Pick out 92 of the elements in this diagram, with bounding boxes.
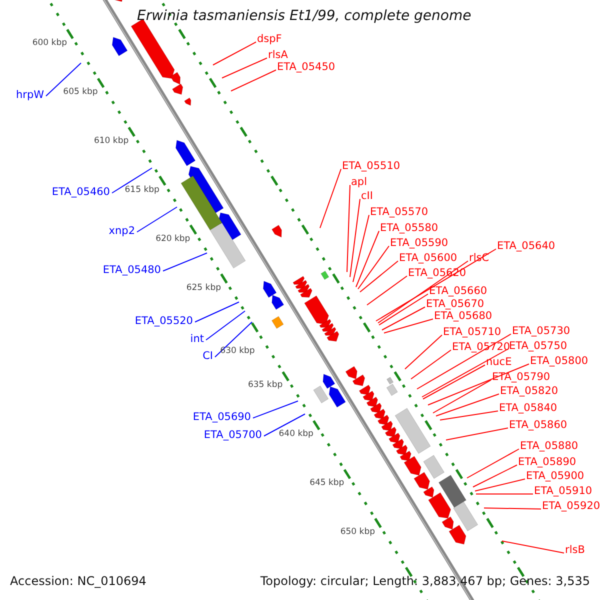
leader-line <box>162 252 208 272</box>
leader-line <box>378 294 428 326</box>
gene-label: rlsB <box>565 544 585 557</box>
gene-label: ETA_05920 <box>542 500 600 513</box>
gene-label: ETA_05690 <box>192 411 251 424</box>
genome-stats-text: Topology: circular; Length: 3,883,467 bp; Genes: 3,535 <box>260 575 590 588</box>
gene-label: ETA_05480 <box>102 264 161 277</box>
leader-line <box>252 400 298 418</box>
leader-line <box>346 184 350 272</box>
gene-label: ETA_05570 <box>370 206 428 219</box>
gene-label: ETA_05860 <box>509 419 568 432</box>
gene-label: ETA_05700 <box>204 429 262 442</box>
gene-label: hrpW <box>16 89 44 102</box>
leader-line <box>440 410 498 420</box>
leader-line <box>360 260 398 292</box>
gene-label: ETA_05750 <box>509 340 568 353</box>
leader-line <box>484 508 542 510</box>
leader-line <box>320 168 342 228</box>
gene-label: ETA_05600 <box>399 252 458 265</box>
leader-line <box>378 260 468 324</box>
scale-label: 610 kbp <box>94 134 129 148</box>
gene-label: int <box>190 333 204 346</box>
leader-line <box>350 198 360 278</box>
gene-label: ETA_05660 <box>429 285 488 298</box>
scale-label: 630 kbp <box>220 345 255 358</box>
scale-label: 645 kbp <box>310 477 344 490</box>
leader-line <box>382 306 426 330</box>
leader-line <box>112 168 152 194</box>
gene-label: CI <box>202 350 213 363</box>
gene-label: ETA_05450 <box>277 61 336 74</box>
map-title: Erwinia tasmaniensis Et1/99, complete genome <box>137 10 472 23</box>
leader-line <box>366 276 408 306</box>
gene-label: apl <box>351 176 368 189</box>
leader-line <box>384 318 434 334</box>
gene-label: xnp2 <box>108 225 135 238</box>
gene-label: ETA_05680 <box>434 310 492 323</box>
gene-label: ETA_05910 <box>534 485 592 498</box>
gene-label: ETA_05710 <box>443 326 502 339</box>
gene-label: ETA_05520 <box>134 315 193 328</box>
accession-text: Accession: NC_010694 <box>10 575 146 588</box>
gene-label: ETA_05840 <box>499 402 558 415</box>
scale-label: 625 kbp <box>186 282 221 294</box>
gene-label: ETA_05640 <box>497 240 556 253</box>
gene-label: nucE <box>486 356 512 369</box>
leader-line <box>214 322 252 358</box>
scale-label: 600 kbp <box>32 37 67 50</box>
leader-line <box>212 42 256 66</box>
gene-label: ETA_05730 <box>512 325 570 338</box>
gene-label: ETA_05670 <box>426 298 484 311</box>
leader-line <box>264 414 306 436</box>
gene-label: ETA_05580 <box>380 222 438 235</box>
gene-label: ETA_05800 <box>530 355 588 368</box>
gene-label: ETA_05460 <box>52 186 110 199</box>
scale-label: 635 kbp <box>248 379 283 392</box>
leader-line <box>206 310 246 340</box>
gene-label: ETA_05820 <box>500 385 558 398</box>
gene-label: rlsA <box>268 49 288 62</box>
gene-label: cII <box>361 190 373 203</box>
gene-label: ETA_05880 <box>520 440 578 453</box>
gene-label: ETA_05900 <box>526 470 584 483</box>
gene-label: ETA_05590 <box>390 237 448 250</box>
leader-line <box>358 246 390 290</box>
leader-line <box>474 478 526 492</box>
scale-label: 605 kbp <box>63 86 98 99</box>
scale-label: 640 kbp <box>278 428 314 442</box>
leader-line <box>428 364 530 406</box>
scale-label: 615 kbp <box>124 184 160 197</box>
leader-line <box>502 540 564 554</box>
leader-line <box>46 62 82 96</box>
leader-line <box>466 448 520 478</box>
gene-label: ETA_05510 <box>342 160 400 173</box>
leader-line <box>352 214 370 282</box>
gene-label: dspF <box>257 33 282 46</box>
scale-label: 650 kbp <box>340 526 375 539</box>
leader-line <box>422 364 486 400</box>
leader-line <box>356 230 380 288</box>
leader-line <box>416 334 512 390</box>
leader-line <box>194 302 240 322</box>
leader-line <box>230 70 276 92</box>
leader-line <box>436 394 500 416</box>
leader-line <box>472 464 518 488</box>
leader-line <box>410 350 452 380</box>
leader-line <box>446 428 508 440</box>
leader-line <box>376 248 496 322</box>
gene-label: ETA_05790 <box>492 371 550 384</box>
leader-line <box>404 334 442 370</box>
leader-line <box>432 380 492 414</box>
leader-line <box>222 58 268 78</box>
gene-label: ETA_05890 <box>518 456 576 469</box>
leader-line <box>136 206 178 232</box>
leader-line <box>422 348 508 398</box>
scale-label: 620 kbp <box>156 232 190 246</box>
